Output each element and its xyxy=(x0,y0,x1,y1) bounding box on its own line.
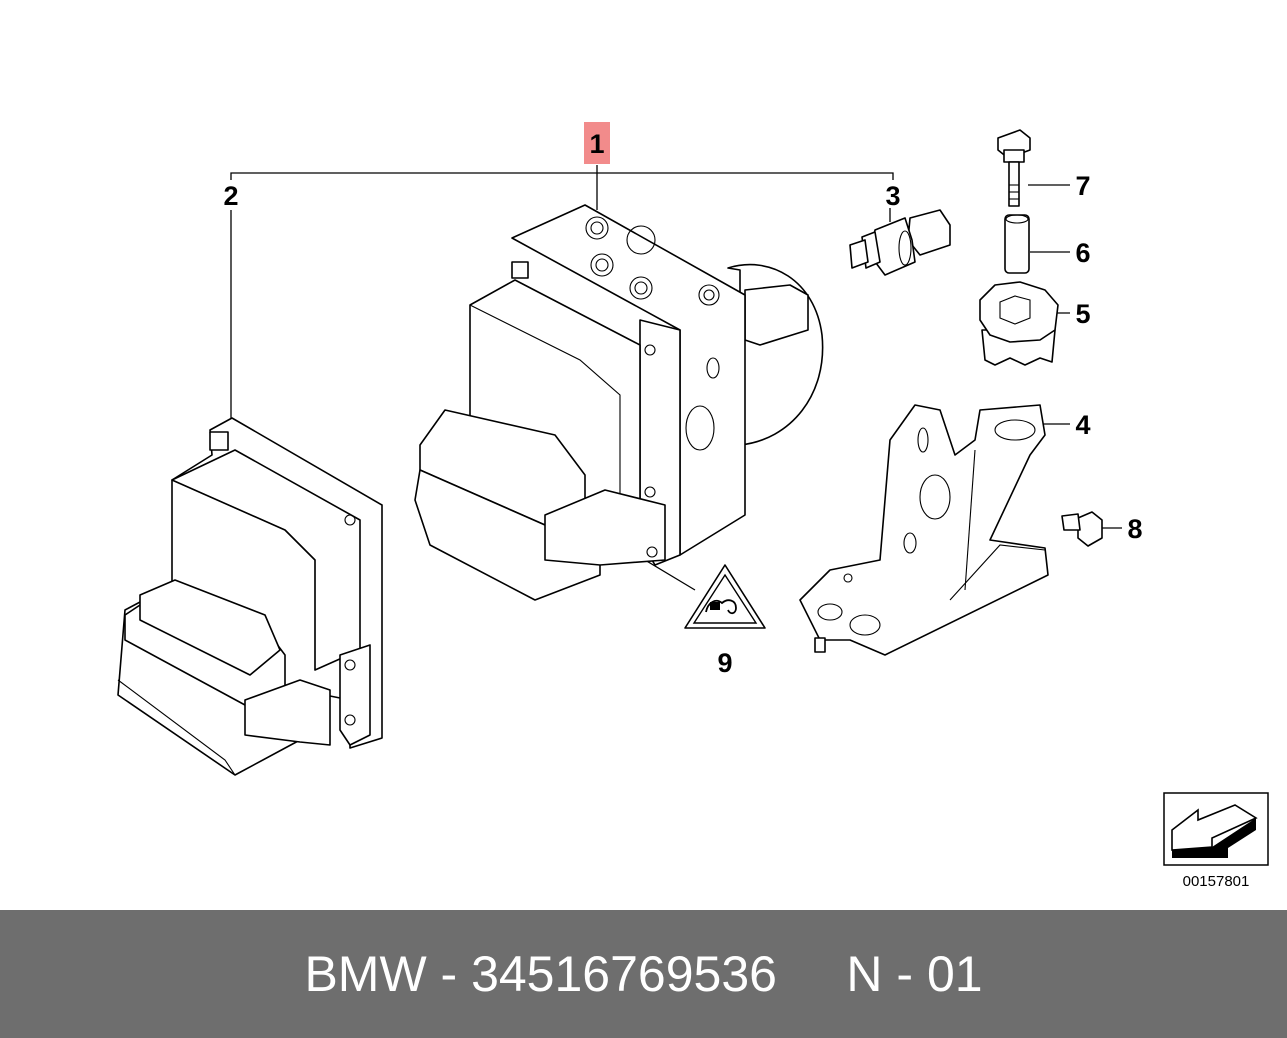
control-unit-part-2[interactable] xyxy=(117,417,383,776)
parts-diagram: 1 2 3 4 5 6 7 8 9 xyxy=(117,122,1269,890)
diagram-number: 00157801 xyxy=(1183,873,1250,890)
callout-8[interactable]: 8 xyxy=(1127,514,1142,544)
pressure-sensor-part-3[interactable] xyxy=(849,209,951,276)
callout-4[interactable]: 4 xyxy=(1075,410,1090,440)
view-direction-arrow-icon xyxy=(1163,792,1269,866)
rubber-mount-part-5[interactable] xyxy=(979,281,1059,366)
footer-bar: BMW - 34516769536 N - 01 xyxy=(0,910,1287,1038)
screw-part-8[interactable] xyxy=(1061,511,1103,547)
bolt-part-7[interactable] xyxy=(997,129,1031,207)
callout-6[interactable]: 6 xyxy=(1075,238,1090,268)
hydraulic-unit-part-1[interactable] xyxy=(414,204,824,601)
callout-2[interactable]: 2 xyxy=(223,181,238,211)
callout-1[interactable]: 1 xyxy=(589,129,604,159)
callout-7[interactable]: 7 xyxy=(1075,171,1090,201)
part-number-caption: BMW - 34516769536 N - 01 xyxy=(304,946,983,1002)
callout-9[interactable]: 9 xyxy=(717,648,732,678)
callout-1-highlight xyxy=(584,122,610,164)
bracket-part-4[interactable] xyxy=(799,404,1049,656)
callout-3[interactable]: 3 xyxy=(885,181,900,211)
callout-5[interactable]: 5 xyxy=(1075,299,1090,329)
bushing-part-6[interactable] xyxy=(1004,214,1030,274)
electrostatic-warning-icon[interactable] xyxy=(684,564,766,629)
